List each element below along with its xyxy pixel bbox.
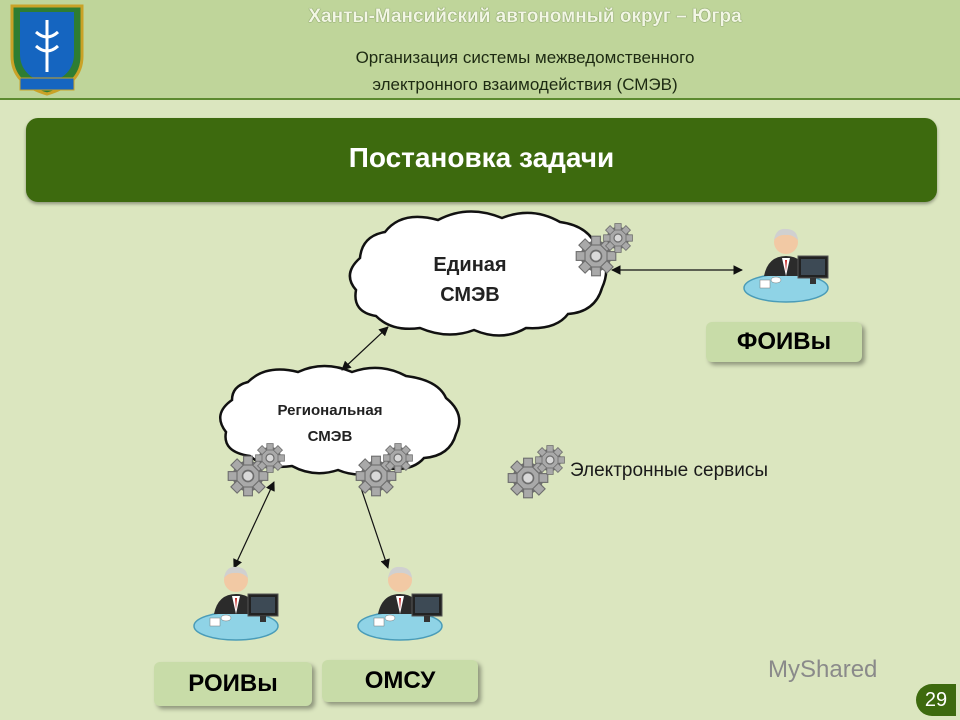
unified-cloud-line-2: СМЭВ	[440, 284, 500, 306]
arrow-regional-unified	[341, 326, 389, 371]
crest-icon	[10, 4, 84, 96]
presentation-subtitle: Организация системы межведомственного эл…	[90, 44, 960, 98]
worker-icon-omsu	[357, 566, 443, 641]
unified-cloud-label: Единая СМЭВ	[400, 250, 540, 310]
regional-cloud-label: Региональная СМЭВ	[250, 398, 410, 450]
unified-cloud-shape	[348, 210, 608, 337]
legend-label: Электронные сервисы	[570, 460, 769, 481]
arrow-regional-roiv	[233, 481, 275, 569]
region-title: Ханты-Мансийский автономный округ – Югра	[308, 6, 742, 27]
gears-icon-legend	[508, 446, 564, 498]
subtitle-line-2: электронного взаимодействия (СМЭВ)	[372, 75, 678, 94]
worker-icon-roiv	[193, 566, 279, 641]
section-banner: Постановка задачи	[26, 118, 937, 202]
slide-number: 29	[916, 684, 956, 716]
regional-cloud-line-2: СМЭВ	[307, 428, 353, 445]
worker-icon-foiv	[743, 228, 829, 303]
node-roiv[interactable]: РОИВы	[154, 662, 312, 706]
regional-cloud-line-1: Региональная	[277, 402, 383, 419]
unified-cloud-line-1: Единая	[433, 254, 507, 276]
watermark-logo: MyShared	[768, 656, 878, 683]
subtitle-line-1: Организация системы межведомственного	[355, 48, 695, 67]
arrow-regional-omsu	[359, 484, 390, 569]
node-omsu[interactable]: ОМСУ	[322, 660, 478, 702]
slide-header: Ханты-Мансийский автономный округ – Югра…	[0, 0, 960, 100]
banner-title: Постановка задачи	[348, 142, 615, 173]
node-foiv[interactable]: ФОИВы	[706, 322, 862, 362]
